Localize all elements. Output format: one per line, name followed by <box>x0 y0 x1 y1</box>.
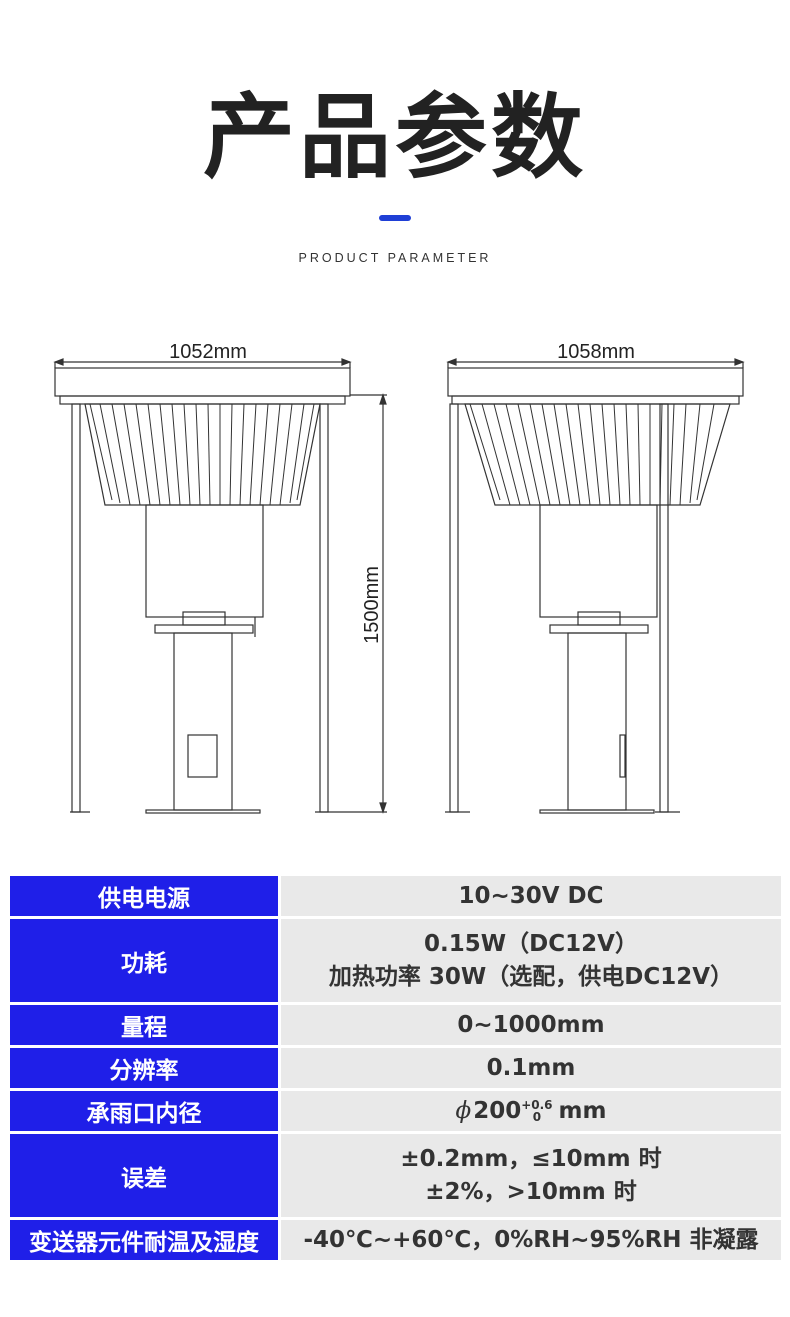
spec-label: 变送器元件耐温及湿度 <box>10 1220 278 1260</box>
diameter-unit: mm <box>558 1097 607 1124</box>
spec-row-resolution: 分辨率 0.1mm <box>10 1048 781 1088</box>
spec-label: 量程 <box>10 1005 278 1045</box>
spec-value: -40℃~+60℃，0%RH~95%RH 非凝露 <box>281 1220 781 1260</box>
left-width-dimension-label: 1052mm <box>169 341 247 363</box>
spec-row-range: 量程 0~1000mm <box>10 1005 781 1045</box>
spec-value: ϕ 200 +0.6 0 mm <box>281 1091 781 1131</box>
spec-label: 供电电源 <box>10 876 278 916</box>
diameter-symbol: ϕ <box>455 1097 472 1124</box>
spec-value-line: ±0.2mm，≤10mm 时 <box>400 1145 662 1172</box>
spec-row-power-consumption: 功耗 0.15W（DC12V） 加热功率 30W（选配，供电DC12V） <box>10 919 781 1002</box>
spec-value: 10~30V DC <box>281 876 781 916</box>
tolerance-lower: 0 <box>532 1110 542 1124</box>
page-title: 产品参数 <box>202 84 587 191</box>
page-subtitle: PRODUCT PARAMETER <box>298 251 492 265</box>
spec-label: 误差 <box>10 1134 278 1217</box>
spec-value-line: -40℃~+60℃，0%RH~95%RH 非凝露 <box>303 1226 759 1253</box>
spec-value-line: 加热功率 30W（选配，供电DC12V） <box>328 963 734 990</box>
spec-table: 供电电源 10~30V DC 功耗 0.15W（DC12V） 加热功率 30W（… <box>10 876 781 1263</box>
spec-value: 0.1mm <box>281 1048 781 1088</box>
spec-row-power-supply: 供电电源 10~30V DC <box>10 876 781 916</box>
spec-label: 承雨口内径 <box>10 1091 278 1131</box>
spec-value: 0.15W（DC12V） 加热功率 30W（选配，供电DC12V） <box>281 919 781 1002</box>
spec-value-line: ±2%，>10mm 时 <box>425 1178 637 1205</box>
product-dimension-drawing: 1052mm 1058mm 1500mm <box>53 341 745 814</box>
title-accent-bar <box>379 215 411 221</box>
right-width-dimension-label: 1058mm <box>557 341 635 363</box>
spec-label: 分辨率 <box>10 1048 278 1088</box>
spec-value-line: 0.1mm <box>486 1054 576 1081</box>
spec-row-error: 误差 ±0.2mm，≤10mm 时 ±2%，>10mm 时 <box>10 1134 781 1217</box>
diameter-number: 200 <box>473 1097 522 1124</box>
height-dimension-label: 1500mm <box>361 566 383 644</box>
spec-value-line: 0~1000mm <box>457 1011 605 1038</box>
spec-row-operating-environment: 变送器元件耐温及湿度 -40℃~+60℃，0%RH~95%RH 非凝露 <box>10 1220 781 1260</box>
spec-value-line: 10~30V DC <box>458 882 604 909</box>
spec-value-line: 0.15W（DC12V） <box>424 930 638 957</box>
spec-value: 0~1000mm <box>281 1005 781 1045</box>
spec-value: ±0.2mm，≤10mm 时 ±2%，>10mm 时 <box>281 1134 781 1217</box>
tolerance-upper: +0.6 <box>521 1098 553 1112</box>
spec-label: 功耗 <box>10 919 278 1002</box>
tolerance: +0.6 0 <box>521 1099 552 1123</box>
spec-row-inlet-diameter: 承雨口内径 ϕ 200 +0.6 0 mm <box>10 1091 781 1131</box>
